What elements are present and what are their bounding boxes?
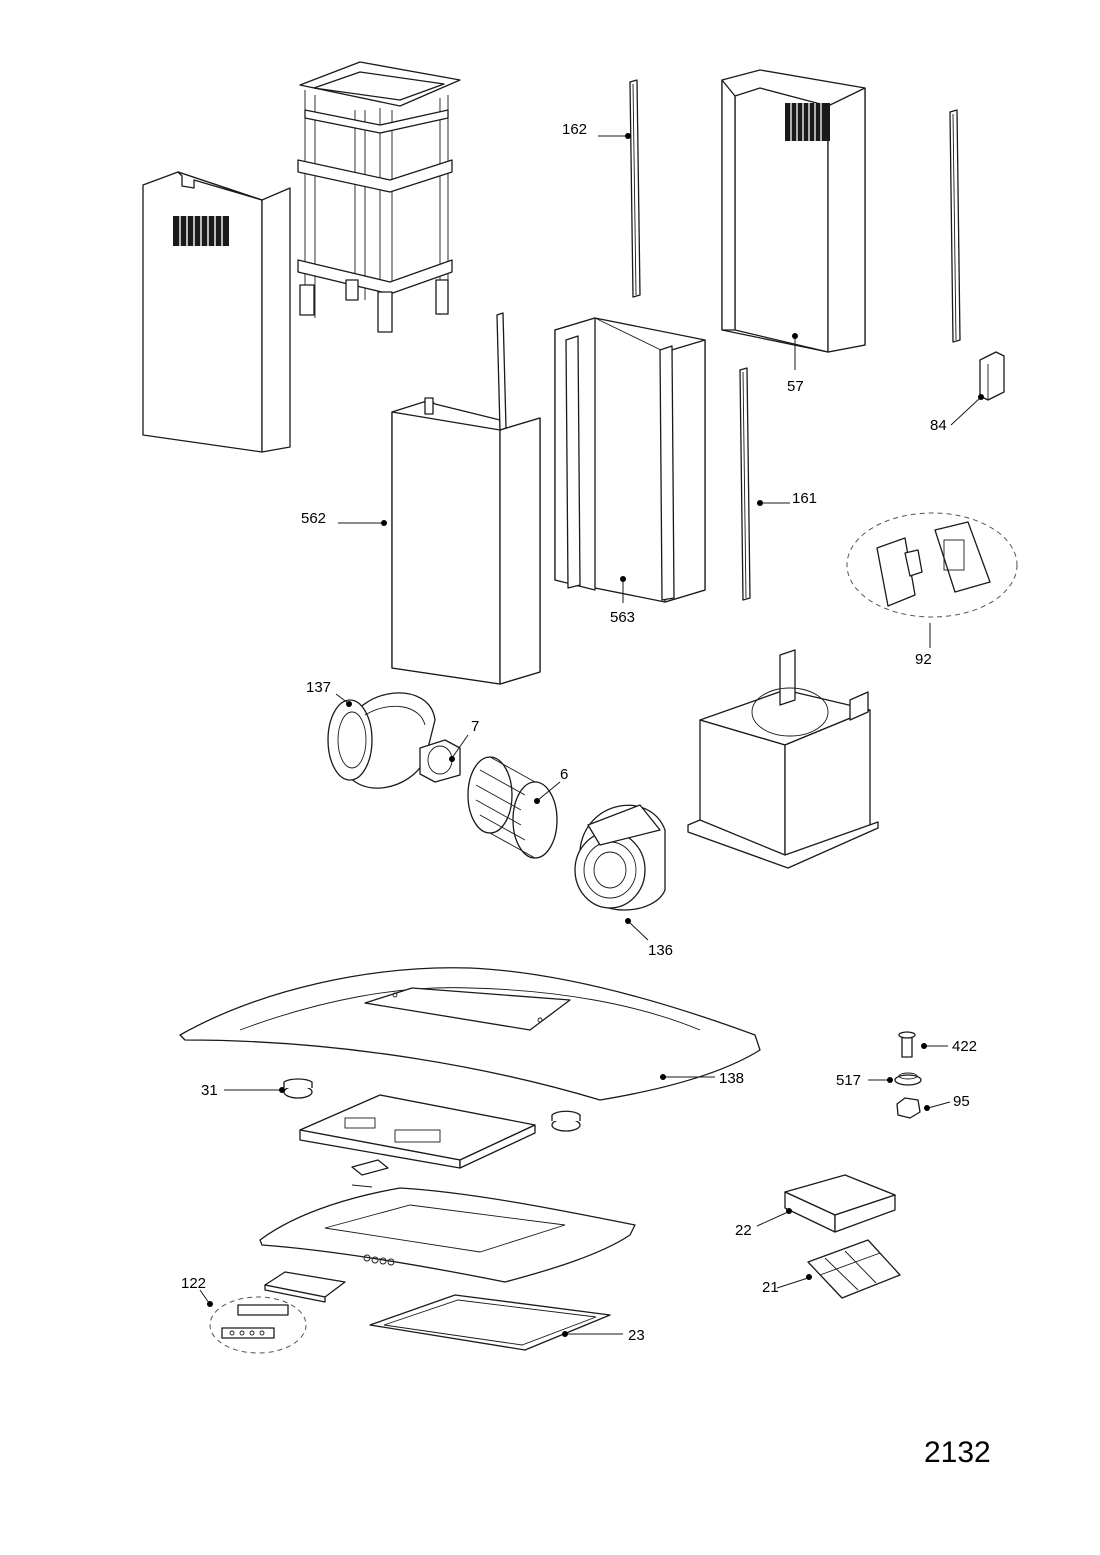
support-frame	[297, 61, 461, 333]
leader-lines	[199, 133, 984, 1337]
mounting-plate	[299, 1094, 536, 1169]
label-136: 136	[648, 942, 673, 959]
label-422: 422	[952, 1038, 977, 1055]
screw-422	[898, 1031, 916, 1058]
label-137: 137	[306, 679, 331, 696]
part-84-block	[979, 351, 1005, 401]
label-31: 31	[201, 1082, 218, 1099]
upper-chimney-cover	[721, 69, 866, 353]
strip-162	[629, 79, 641, 298]
left-chimney-cover	[142, 171, 291, 453]
control-bracket	[264, 1271, 346, 1303]
label-138: 138	[719, 1070, 744, 1087]
fan-wheel-6	[467, 756, 558, 859]
rear-lower-cover	[554, 317, 706, 603]
label-92: 92	[915, 651, 932, 668]
label-122: 122	[181, 1275, 206, 1292]
motor-housing-box	[687, 649, 879, 869]
label-95: 95	[953, 1093, 970, 1110]
right-strip	[949, 109, 961, 343]
label-57: 57	[787, 378, 804, 395]
glass-canopy	[179, 967, 761, 1101]
front-chimney-cover	[391, 312, 541, 685]
washer-517	[894, 1072, 922, 1086]
filter-frame-23	[369, 1294, 611, 1351]
label-21: 21	[762, 1279, 779, 1296]
knob-31	[283, 1078, 581, 1132]
label-23: 23	[628, 1327, 645, 1344]
blower-housing-136	[574, 804, 666, 911]
filter-tray-21	[807, 1239, 901, 1299]
electronics-kit	[846, 512, 1018, 618]
page-number: 2132	[924, 1436, 991, 1469]
label-6: 6	[560, 766, 568, 783]
nut-95	[896, 1097, 921, 1119]
carbon-filter-22	[784, 1174, 896, 1233]
label-517: 517	[836, 1072, 861, 1089]
label-7: 7	[471, 718, 479, 735]
label-161: 161	[792, 490, 817, 507]
control-module-kit	[209, 1296, 307, 1354]
label-562: 562	[301, 510, 326, 527]
bracket	[351, 1159, 389, 1188]
label-84: 84	[930, 417, 947, 434]
label-563: 563	[610, 609, 635, 626]
strip-161	[739, 367, 751, 601]
blower-housing-137	[327, 692, 436, 789]
label-22: 22	[735, 1222, 752, 1239]
label-162: 162	[562, 121, 587, 138]
lower-bezel	[259, 1187, 636, 1283]
